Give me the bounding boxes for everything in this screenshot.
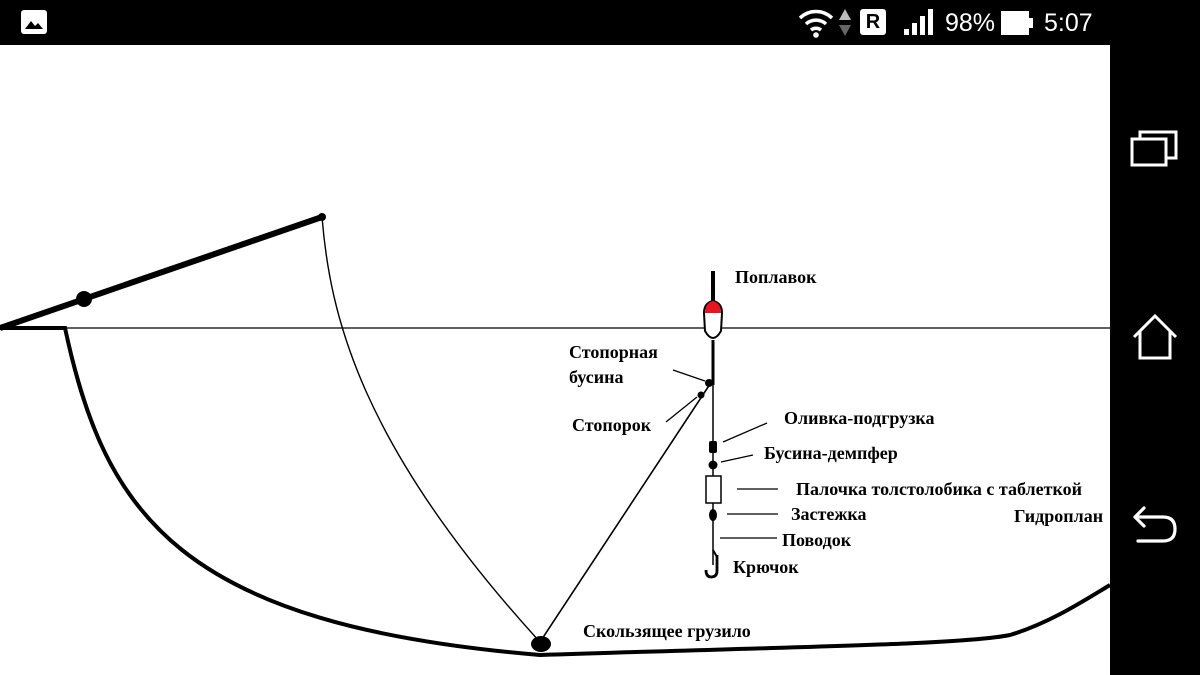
home-icon[interactable] xyxy=(1130,312,1180,362)
navigation-bar xyxy=(1110,0,1200,675)
clasp xyxy=(709,509,717,521)
bottom-profile xyxy=(0,326,1110,658)
olive-sinker-pointer xyxy=(722,422,768,443)
damper-bead xyxy=(708,460,718,470)
gallery-icon xyxy=(21,10,47,34)
image-viewport[interactable]: Поплавок Стопорная бусина Стопорок Оливк… xyxy=(0,45,1110,675)
olive-sinker xyxy=(709,441,717,453)
fishing-rig-diagram: Поплавок Стопорная бусина Стопорок Оливк… xyxy=(0,213,1110,658)
label-olive-sinker: Оливка-подгрузка xyxy=(784,408,935,428)
wifi-icon xyxy=(798,9,834,38)
stopper-bead-dot xyxy=(705,379,713,387)
rod-reel xyxy=(76,291,92,307)
stopper-dot xyxy=(697,391,705,399)
label-stopper-bead: Стопорная xyxy=(569,342,658,362)
status-bar: R 98% 5:07 xyxy=(0,0,1200,45)
stopper-pointer xyxy=(665,396,698,423)
fishing-rod xyxy=(0,214,323,331)
label-clasp: Застежка xyxy=(791,504,866,524)
label-hook: Крючок xyxy=(733,557,799,577)
main-line xyxy=(321,216,541,643)
back-icon[interactable] xyxy=(1130,500,1180,550)
recents-icon[interactable] xyxy=(1130,125,1180,175)
label-leader: Поводок xyxy=(782,530,852,550)
label-sliding-sinker: Скользящее грузило xyxy=(583,621,751,641)
label-stopper: Стопорок xyxy=(572,415,652,435)
damper-bead-pointer xyxy=(720,454,754,463)
label-stopper-bead-line2: бусина xyxy=(569,367,624,387)
label-float: Поплавок xyxy=(735,267,817,287)
roaming-badge: R xyxy=(860,9,886,35)
hook-eye xyxy=(712,549,718,558)
signal-icon xyxy=(904,9,933,35)
clock: 5:07 xyxy=(1044,9,1093,37)
hook xyxy=(704,555,719,579)
battery-icon xyxy=(1001,11,1033,35)
sinker-line xyxy=(539,380,713,643)
silver-carp-stick xyxy=(705,475,722,504)
label-hydroplane: Гидроплан xyxy=(1014,506,1103,526)
float-red-tip xyxy=(705,301,721,313)
sliding-sinker xyxy=(531,636,551,652)
battery-percent: 98% xyxy=(945,9,996,37)
label-silver-carp-stick: Палочка толстолобика с таблеткой xyxy=(796,479,1082,499)
stopper-bead-pointer xyxy=(672,369,706,382)
data-arrows-icon xyxy=(839,9,851,36)
label-damper-bead: Бусина-демпфер xyxy=(764,443,898,463)
